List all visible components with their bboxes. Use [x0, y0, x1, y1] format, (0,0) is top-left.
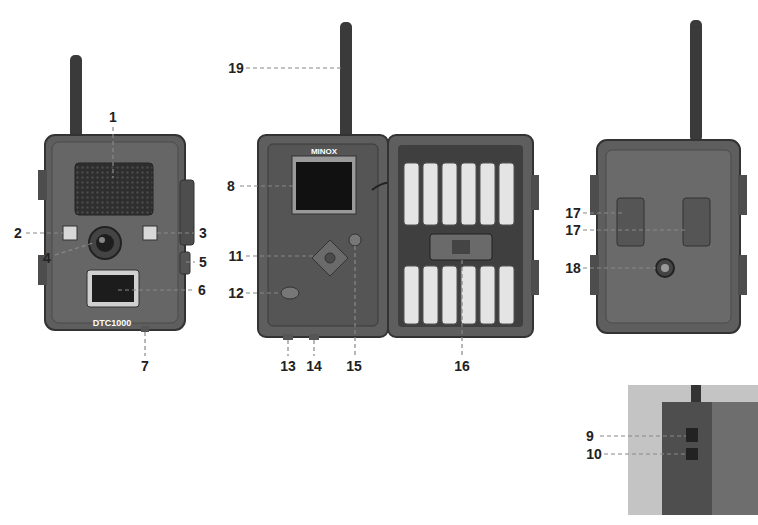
front-view: [38, 55, 194, 332]
callout-number: 2: [14, 226, 22, 240]
callout-number: 5: [199, 255, 207, 269]
back-view: [590, 20, 747, 333]
callout-number: 8: [227, 179, 235, 193]
callout-number: 7: [141, 359, 149, 373]
printed-text: MINOX: [311, 148, 337, 156]
callout-number: 19: [228, 61, 244, 75]
callout-number: 9: [586, 429, 594, 443]
side-photo: [628, 385, 758, 515]
callout-number: 17: [565, 206, 581, 220]
callout-number: 1: [109, 110, 117, 124]
callout-number: 4: [43, 251, 51, 265]
callout-number: 17: [565, 223, 581, 237]
callout-number: 6: [198, 283, 206, 297]
open-view: [258, 22, 539, 340]
callout-number: 14: [306, 359, 322, 373]
callout-number: 13: [280, 359, 296, 373]
callout-number: 10: [586, 447, 602, 461]
leader-lines: [26, 68, 688, 454]
callout-number: 15: [346, 359, 362, 373]
callout-number: 18: [565, 261, 581, 275]
printed-text: DTC1000: [93, 319, 132, 328]
callout-number: 11: [229, 249, 244, 263]
callout-number: 12: [228, 286, 244, 300]
callout-number: 16: [454, 359, 470, 373]
callout-number: 3: [199, 226, 207, 240]
